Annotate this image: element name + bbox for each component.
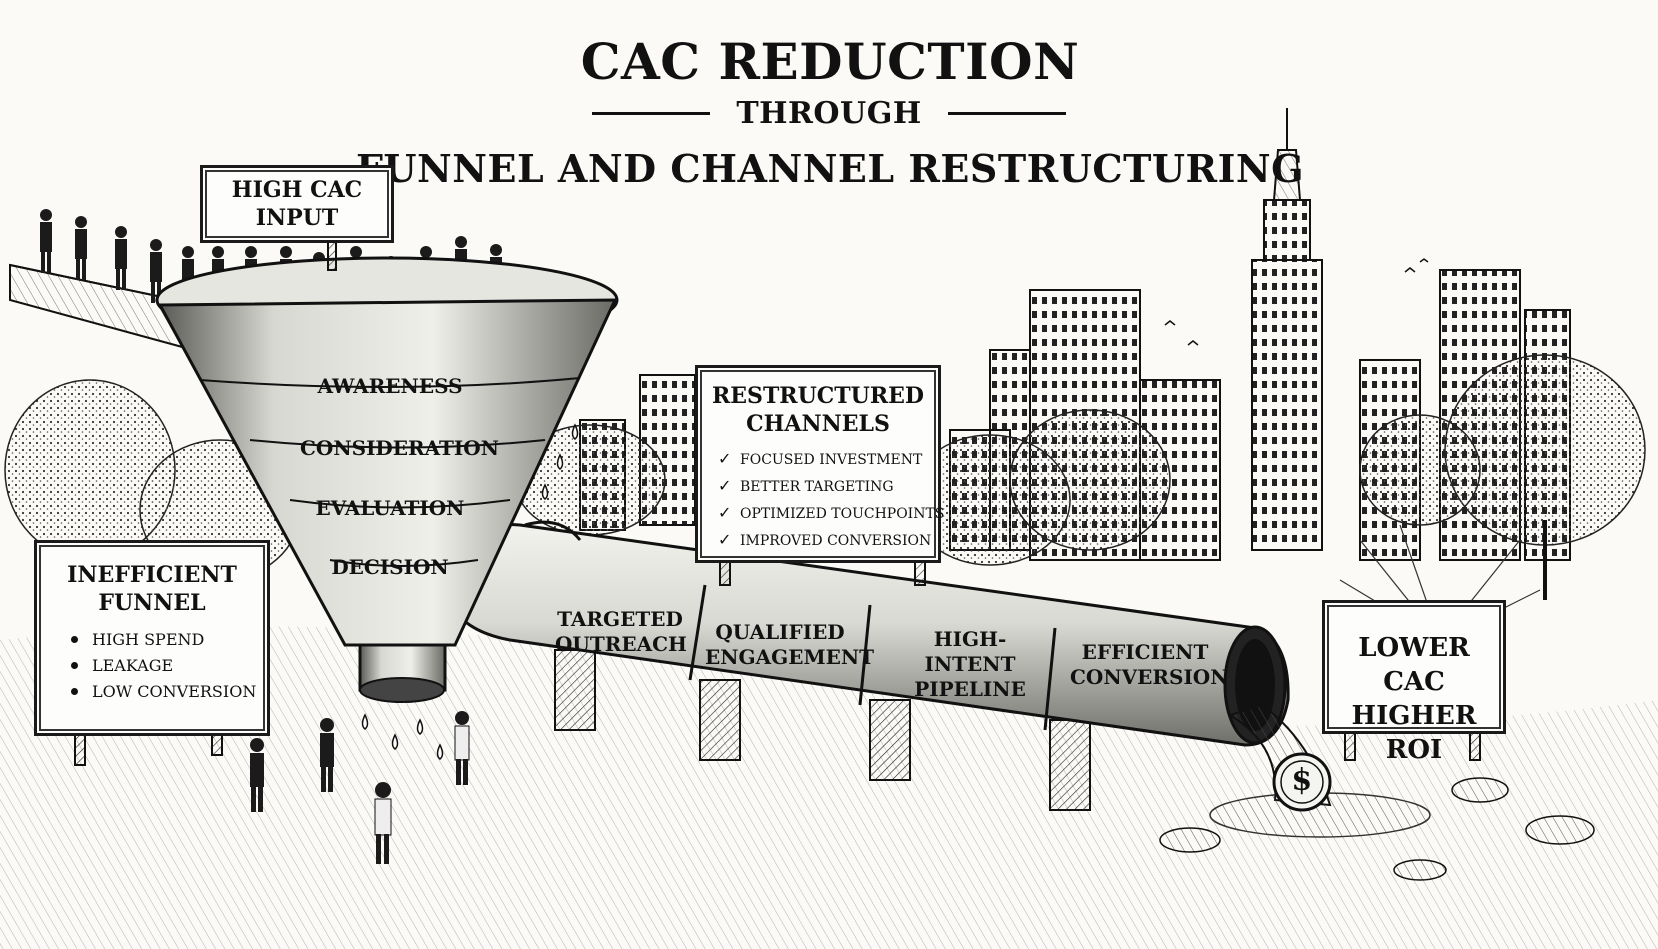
list-item: LOW CONVERSION: [71, 679, 267, 705]
check-icon: ✓: [718, 449, 732, 468]
dollar-icon: $: [1291, 763, 1313, 798]
list-item: ✓ IMPROVED CONVERSION: [718, 527, 938, 554]
channels-sign-list: ✓ FOCUSED INVESTMENT ✓ BETTER TARGETING ✓ O…: [718, 446, 944, 554]
list-item-text: OPTIMIZED TOUCHPOINTS: [740, 506, 945, 522]
list-item-text: HIGH SPEND: [92, 630, 205, 649]
list-item-text: IMPROVED CONVERSION: [740, 533, 932, 549]
pipe-segment-line2: OUTREACH: [555, 632, 687, 656]
leak-drops: [361, 423, 579, 760]
list-item-text: LOW CONVERSION: [92, 682, 257, 701]
funnel-stage-consideration: CONSIDERATION: [300, 436, 499, 460]
funnel-stage-awareness: AWARENESS: [317, 374, 463, 398]
divider-right: [947, 112, 1066, 115]
bullet-icon: [71, 688, 78, 695]
page-title: CAC REDUCTION: [580, 32, 1080, 91]
list-item: HIGH SPEND: [71, 627, 267, 653]
funnel-stage-evaluation: EVALUATION: [315, 496, 465, 520]
inefficient-sign-line1: INEFFICIENT: [67, 562, 237, 588]
funnel-stage-decision: DECISION: [331, 555, 449, 579]
pipe-segment-line2: CONVERSION: [1070, 665, 1229, 689]
list-item-text: LEAKAGE: [92, 656, 174, 675]
input-sign-line2: INPUT: [255, 205, 339, 231]
result-sign-line1: LOWER CAC: [1358, 633, 1470, 697]
list-item: ✓ OPTIMIZED TOUCHPOINTS: [718, 500, 944, 527]
result-sign: LOWER CAC HIGHER ROI: [1322, 600, 1506, 765]
pipe-segment-line1: EFFICIENT: [1081, 640, 1209, 664]
pipe-segment-line2: ENGAGEMENT: [705, 645, 874, 669]
coin: [1272, 752, 1332, 812]
rocks: [1159, 777, 1595, 881]
title-connector-text: THROUGH: [736, 96, 922, 131]
pipe-segment-targeted-outreach: TARGETED OUTREACH: [555, 607, 687, 657]
inefficient-funnel-sign: INEFFICIENT FUNNEL HIGH SPEND LEAKAGE LO…: [34, 540, 270, 736]
pipe-segment-line1: TARGETED: [557, 607, 683, 631]
list-item-text: FOCUSED INVESTMENT: [740, 452, 923, 468]
pipe-segment-efficient-conversion: EFFICIENT CONVERSION: [1070, 640, 1229, 690]
restructured-channels-sign: RESTRUCTURED CHANNELS ✓ FOCUSED INVESTMEN…: [695, 365, 944, 563]
pipe-segment-qualified-engagement: QUALIFIED ENGAGEMENT: [705, 620, 874, 670]
building: [1139, 379, 1221, 561]
bullet-icon: [71, 662, 78, 669]
inefficient-sign-list: HIGH SPEND LEAKAGE LOW CONVERSION: [71, 627, 267, 705]
funnel: [155, 256, 619, 703]
inefficient-sign-line2: FUNNEL: [98, 590, 206, 616]
input-sign: HIGH CAC INPUT: [200, 165, 394, 243]
channels-sign-line1: RESTRUCTURED: [712, 383, 924, 409]
ground: [0, 626, 1658, 949]
list-item-text: BETTER TARGETING: [740, 479, 894, 495]
title-connector: THROUGH: [0, 96, 1658, 131]
check-icon: ✓: [718, 530, 732, 549]
list-item: ✓ BETTER TARGETING: [718, 473, 938, 500]
pipe-segment-line1: QUALIFIED: [715, 620, 845, 644]
lost-people: [250, 711, 470, 864]
list-item: LEAKAGE: [71, 653, 267, 679]
page-subtitle: FUNNEL AND CHANNEL RESTRUCTURING: [355, 146, 1305, 191]
input-sign-line1: HIGH CAC: [231, 177, 363, 203]
pipe-segment-high-intent-pipeline: HIGH-INTENT PIPELINE: [895, 627, 1045, 702]
check-icon: ✓: [718, 476, 732, 495]
divider-left: [592, 112, 711, 115]
pipe-segment-line2: PIPELINE: [914, 677, 1026, 701]
pipe-supports: [554, 649, 1091, 811]
list-item: ✓ FOCUSED INVESTMENT: [718, 446, 938, 473]
check-icon: ✓: [718, 503, 732, 522]
pipe-segment-line1: HIGH-INTENT: [924, 627, 1016, 676]
channels-sign-line2: CHANNELS: [746, 411, 890, 437]
result-sign-line2: HIGHER ROI: [1351, 701, 1477, 765]
skyscraper-tower: [1251, 108, 1323, 551]
birds: [1164, 258, 1429, 346]
bullet-icon: [71, 636, 78, 643]
